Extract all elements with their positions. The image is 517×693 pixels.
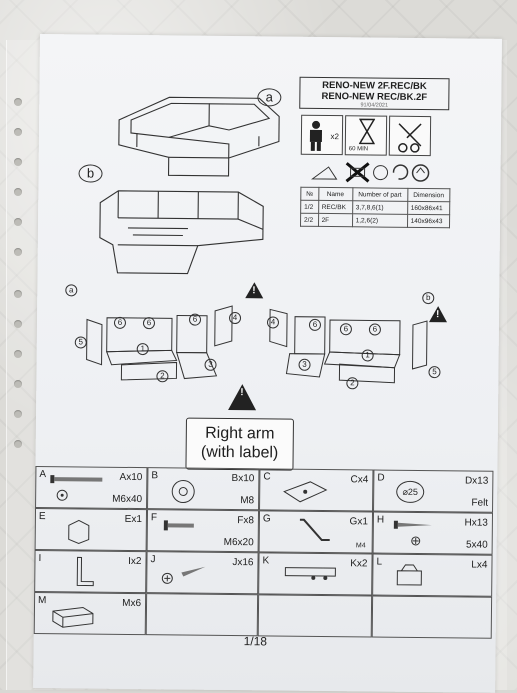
table-header: Dimension [407,188,450,202]
part-cell-c: C Cx4 [259,468,374,512]
allen-key-size: M4 [355,542,366,550]
angle-bracket-icon [76,556,94,587]
part-number-3: 3 [204,358,217,371]
callout-line1: Right arm [205,424,275,443]
part-cell-j: J Jx16 [146,551,259,595]
part-number-6: 6 [339,323,352,336]
tools-box [388,115,432,157]
sofa-b-illustration [99,190,264,275]
warning-icon-large [228,383,257,411]
part-cell-h: H Hx13 5x40 [372,511,494,555]
part-cell-f: F Fx8 M6x20 [146,509,260,553]
wood-screw-icon [393,520,432,546]
callout-line2: (with label) [200,443,279,462]
table-header: Name [318,187,353,201]
hardware-parts-grid: A Ax10 M6x40 B Bx10 M8 C Cx4 D Dx13 [33,465,496,641]
part-number-2: 2 [346,377,359,390]
sofa-leg-block-icon [52,606,94,628]
exploded-diagram-b [269,308,428,384]
scissors-icon [398,123,422,153]
sofa-a-illustration [118,96,280,177]
small-screw-icon [161,566,206,584]
label-b-circle: b [78,164,103,183]
part-number-1: 1 [361,349,374,362]
clip-fastener-icon [396,564,422,586]
part-cell-k: K Kx2 [258,552,373,596]
part-number-2: 2 [156,370,169,383]
part-cell-a: A Ax10 M6x40 [35,465,148,510]
short-bolt-icon [163,520,194,531]
time-box: 60 MIN [344,115,388,156]
part-cell-empty [371,595,493,639]
people-count: x2 [330,132,339,142]
part-cell-empty [257,594,373,638]
assembly-time: 60 MIN [348,146,369,153]
part-cell-d: D Dx13 Felt ⌀25 [373,469,494,513]
felt-pad-icon: ⌀25 [396,480,425,504]
part-cell-empty [145,593,259,637]
two-people-box: x2 [300,114,344,156]
dimension-table: № Name Number of part Dimension 1/2 REC/… [300,187,450,229]
exploded-diagram-a [86,305,233,381]
product-code-line2: RENO-NEW REC/BK.2F [321,90,428,104]
warning-icon [429,306,448,323]
right-arm-callout: Right arm (with label) [185,417,294,471]
part-number-5: 5 [74,336,87,349]
part-cell-e: E Ex1 [34,507,148,552]
part-number-5: 5 [428,366,441,379]
washer-icon [171,480,195,504]
part-cell-i: I Ix2 [34,549,147,594]
product-code-box: RENO-NEW 2F.REC/BK RENO-NEW REC/BK.2F 91… [299,76,450,111]
allen-key-icon [299,518,330,542]
part-number-1: 1 [136,343,149,356]
part-cell-m: M Mx6 [33,591,147,636]
table-header: Number of part [352,187,408,202]
hinge-plate-icon [284,567,336,581]
instruction-sheet: a b RENO-NEW 2F.REC/BK RENO-NEW REC/BK.2… [33,34,502,693]
bolt-icon [50,475,103,501]
part-cell-g: G Gx1 M4 [258,510,374,554]
table-row: 2/2 2F 1,2,6(2) 140x96x43 [300,213,450,228]
table-header: № [300,187,319,201]
label-a-circle: a [257,88,282,107]
part-number-6: 6 [308,318,322,331]
part-cell-b: B Bx10 M8 [147,467,260,511]
hourglass-icon [358,118,376,145]
warning-icon [245,282,264,299]
part-number-6: 6 [113,316,127,329]
bracket-plate-icon [283,481,328,503]
part-cell-l: L Lx4 [372,553,493,597]
part-number-4: 4 [266,316,280,329]
part-number-3: 3 [298,358,311,371]
care-symbols-row [310,162,430,183]
connector-block-icon [68,519,90,544]
page-number: 1/18 [243,634,268,649]
part-number-6: 6 [188,313,202,326]
part-number-6: 6 [368,323,381,336]
person-icon [309,120,323,151]
part-number-6: 6 [142,317,156,330]
part-number-4: 4 [228,311,242,325]
